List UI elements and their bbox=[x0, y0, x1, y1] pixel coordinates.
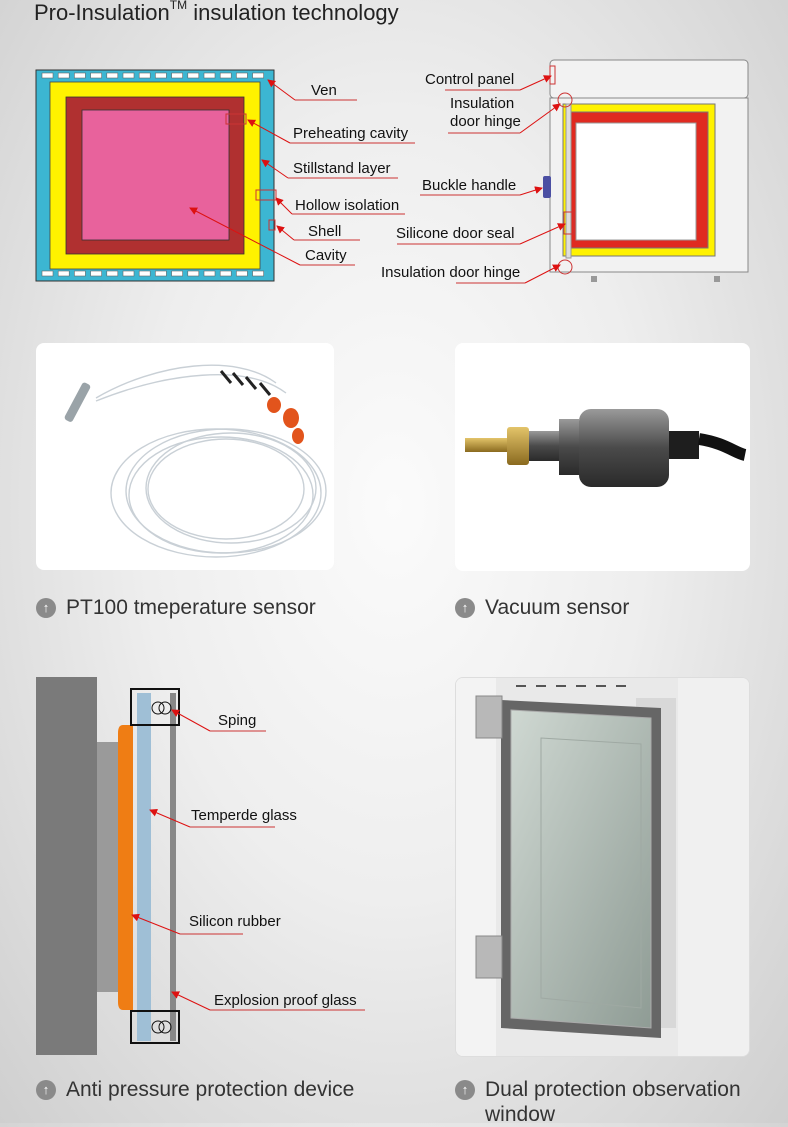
caption-pt100: ↑ PT100 tmeperature sensor bbox=[36, 595, 316, 620]
anti-pressure-glass-diagram: Sping Temperde glass Silicon rubber Expl… bbox=[0, 670, 420, 1070]
vent-slot bbox=[187, 270, 200, 277]
title-main: Pro-Insulation bbox=[34, 0, 170, 25]
label-explosion-proof-glass: Explosion proof glass bbox=[214, 992, 357, 1009]
observation-window-image bbox=[455, 677, 750, 1057]
caption-anti-pressure: ↑ Anti pressure protection device bbox=[36, 1077, 354, 1102]
trademark-sup: TM bbox=[169, 0, 188, 12]
vent-slot bbox=[122, 72, 135, 79]
up-arrow-circle-icon: ↑ bbox=[36, 598, 56, 618]
label-buckle-handle: Buckle handle bbox=[422, 177, 517, 194]
title-rest: insulation technology bbox=[187, 0, 399, 25]
label-insulation: Insulation bbox=[450, 95, 515, 112]
up-arrow-circle-icon: ↑ bbox=[455, 598, 475, 618]
caption-text: PT100 tmeperature sensor bbox=[66, 596, 316, 619]
label-stillstand-layer: Stillstand layer bbox=[293, 160, 391, 177]
vent-slot bbox=[138, 270, 151, 277]
vent-slot bbox=[203, 72, 216, 79]
vent-slot bbox=[155, 72, 167, 79]
vent-slot bbox=[41, 270, 54, 277]
page-title: Pro-InsulationTM insulation technology bbox=[34, 0, 399, 26]
pt100-sensor-image bbox=[36, 343, 334, 570]
label-silicone-door-seal: Silicone door seal bbox=[396, 225, 515, 242]
vent-slot bbox=[252, 270, 264, 277]
vent-slot bbox=[187, 72, 200, 79]
vent-slot bbox=[106, 72, 119, 79]
vent-slot bbox=[236, 72, 248, 79]
vent-slot bbox=[219, 270, 232, 277]
vent-slot bbox=[41, 72, 54, 79]
vent-slot bbox=[203, 270, 216, 277]
label-hollow-isolation: Hollow isolation bbox=[295, 197, 400, 214]
caption-text: Dual protection observation window bbox=[485, 1078, 741, 1126]
vent-slot bbox=[122, 270, 135, 277]
vacuum-sensor-image bbox=[455, 343, 750, 571]
up-arrow-circle-icon: ↑ bbox=[455, 1080, 475, 1100]
vent-slot bbox=[138, 72, 151, 79]
vent-slot bbox=[57, 270, 70, 277]
vent-slot bbox=[90, 270, 102, 277]
vent-slot bbox=[74, 72, 86, 79]
label-shell: Shell bbox=[308, 223, 342, 240]
label-insulation-door-hinge: Insulation door hinge bbox=[381, 264, 521, 281]
label-ven: Ven bbox=[311, 82, 337, 99]
vent-slot bbox=[219, 72, 232, 79]
cavity-cross-section-diagram: Ven Preheating cavity Stillstand layer H… bbox=[0, 0, 440, 300]
vent-slot bbox=[155, 270, 167, 277]
vent-slot bbox=[90, 72, 102, 79]
vent-slot bbox=[236, 270, 248, 277]
vent-slot bbox=[171, 72, 183, 79]
label-control-panel: Control panel bbox=[425, 71, 515, 88]
vent-slot bbox=[57, 72, 70, 79]
label-door-hinge: door hinge bbox=[450, 113, 521, 130]
label-silicon-rubber: Silicon rubber bbox=[189, 913, 281, 930]
caption-vacuum-sensor: ↑ Vacuum sensor bbox=[455, 595, 629, 620]
vent-slot bbox=[106, 270, 119, 277]
caption-observation-window: ↑ Dual protection observation window bbox=[455, 1077, 775, 1127]
caption-text: Anti pressure protection device bbox=[66, 1078, 355, 1101]
label-sping: Sping bbox=[218, 712, 257, 729]
vent-slot bbox=[74, 270, 86, 277]
vent-slot bbox=[171, 270, 183, 277]
door-structure-diagram: Control panel Insulation door hinge Buck… bbox=[370, 0, 788, 300]
up-arrow-circle-icon: ↑ bbox=[36, 1080, 56, 1100]
label-preheating-cavity: Preheating cavity bbox=[293, 125, 409, 142]
label-cavity: Cavity bbox=[305, 247, 347, 264]
label-temperde-glass: Temperde glass bbox=[191, 807, 297, 824]
caption-text: Vacuum sensor bbox=[485, 596, 630, 619]
vent-slot bbox=[252, 72, 264, 79]
